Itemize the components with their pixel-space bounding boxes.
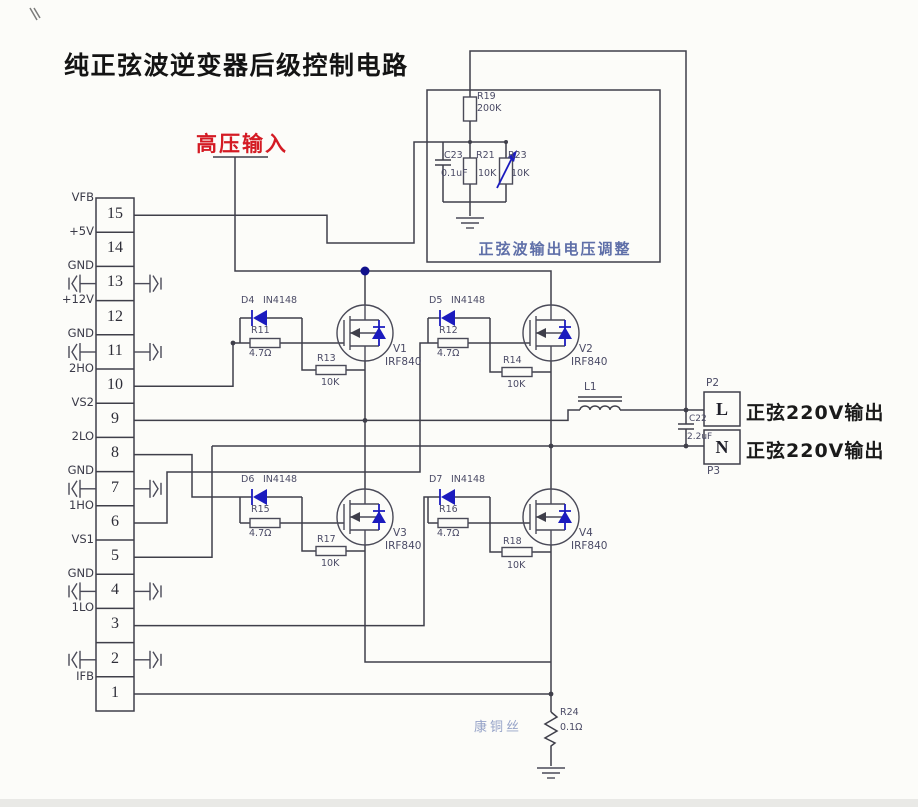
pin-label-5v: +5V xyxy=(69,224,94,238)
pin-label-gnd: GND xyxy=(67,566,94,580)
d4-part: IN4148 xyxy=(263,295,298,306)
r14-ref: R14 xyxy=(503,355,522,366)
pin-label-gnd: GND xyxy=(67,463,94,477)
pin-number: 14 xyxy=(107,239,123,256)
pin-number: 7 xyxy=(111,479,119,496)
v2-part: IRF840 xyxy=(571,356,608,368)
shunt-note: 康铜丝 xyxy=(474,720,523,735)
r14-value: 10K xyxy=(507,379,526,390)
v1-ref: V1 xyxy=(393,343,407,355)
pin-label-1ho: 1HO xyxy=(68,498,94,512)
v4-ref: V4 xyxy=(579,527,593,539)
d7-part: IN4148 xyxy=(451,474,486,485)
l1-ref: L1 xyxy=(584,381,597,393)
pin-number: 8 xyxy=(111,444,119,461)
r11-value: 4.7Ω xyxy=(249,348,272,359)
pin-label-vs1: VS1 xyxy=(71,532,94,546)
pin-label-gnd: GND xyxy=(67,258,94,272)
pin-number: 4 xyxy=(111,581,119,598)
pin-number: 15 xyxy=(107,205,123,222)
d6-ref: D6 xyxy=(241,474,255,485)
r19-value: 200K xyxy=(477,103,502,114)
pin-number: 1 xyxy=(111,684,119,701)
page-title: 纯正弦波逆变器后级控制电路 xyxy=(64,51,409,80)
r18-value: 10K xyxy=(507,560,526,571)
pin-label-gnd: GND xyxy=(67,326,94,340)
p2-ref: P2 xyxy=(706,377,720,389)
r16-ref: R16 xyxy=(439,504,458,515)
p3-ref: P3 xyxy=(707,465,721,477)
r18-ref: R18 xyxy=(503,536,522,547)
mosfet-cell-v4 xyxy=(427,488,580,558)
r17-ref: R17 xyxy=(317,534,336,545)
pin-label-vfb: VFB xyxy=(71,190,94,204)
voltage-adjust-box xyxy=(426,89,661,263)
mosfet-cell-v2 xyxy=(427,304,580,378)
v3-part: IRF840 xyxy=(385,540,422,552)
connector-outline xyxy=(95,197,135,712)
pin-label-1lo: 1LO xyxy=(71,600,94,614)
pin-label-ifb: IFB xyxy=(76,669,94,683)
v2-ref: V2 xyxy=(579,343,593,355)
r11-ref: R11 xyxy=(251,325,270,336)
r23-ref: R23 xyxy=(508,150,527,161)
scan-artifact xyxy=(29,7,41,21)
d4-ref: D4 xyxy=(241,295,255,306)
pin-label-12v: +12V xyxy=(61,292,94,306)
r21-value: 10K xyxy=(478,168,497,179)
mosfet-cell-v3 xyxy=(239,488,394,557)
d7-ref: D7 xyxy=(429,474,443,485)
r23-value: 10K xyxy=(511,168,530,179)
mosfet-cell-v1 xyxy=(239,304,394,376)
c23-ref: C23 xyxy=(444,150,463,161)
pin-number: 3 xyxy=(111,615,119,632)
pin-label-vs2: VS2 xyxy=(71,395,94,409)
pin-number: 5 xyxy=(111,547,119,564)
wiring xyxy=(134,50,741,766)
r24-ref: R24 xyxy=(560,707,579,718)
r15-value: 4.7Ω xyxy=(249,528,272,539)
c23-value: 0.1uF xyxy=(441,168,468,179)
r16-value: 4.7Ω xyxy=(437,528,460,539)
hv-input-label: 高压输入 xyxy=(196,132,288,156)
junction-dots xyxy=(230,140,689,697)
terminal-l: L xyxy=(715,399,728,419)
scan-band xyxy=(0,799,918,807)
d5-ref: D5 xyxy=(429,295,443,306)
r13-value: 10K xyxy=(321,377,340,388)
r24-value: 0.1Ω xyxy=(560,722,583,733)
pin-label-2lo: 2LO xyxy=(71,429,94,443)
r21-ref: R21 xyxy=(476,150,495,161)
pin-label-2ho: 2HO xyxy=(68,361,94,375)
r12-value: 4.7Ω xyxy=(437,348,460,359)
pin-number: 12 xyxy=(107,308,123,325)
pin-number: 11 xyxy=(107,342,123,359)
c22-ref: C22 xyxy=(689,414,707,424)
v1-part: IRF840 xyxy=(385,356,422,368)
d5-part: IN4148 xyxy=(451,295,486,306)
terminal-n: N xyxy=(715,437,729,457)
r13-ref: R13 xyxy=(317,353,336,364)
neutral-output-label: 正弦220V输出 xyxy=(746,440,885,462)
c22-value: 2.2uF xyxy=(687,432,713,442)
v4-part: IRF840 xyxy=(571,540,608,552)
shunt-ground xyxy=(536,767,566,779)
pin-number: 10 xyxy=(107,376,123,393)
v3-ref: V3 xyxy=(393,527,407,539)
pin-number: 9 xyxy=(111,410,119,427)
pin-number: 2 xyxy=(111,650,119,667)
line-output-label: 正弦220V输出 xyxy=(746,402,885,424)
r19-ref: R19 xyxy=(477,91,496,102)
pin-number: 6 xyxy=(111,513,119,530)
regulator-caption: 正弦波输出电压调整 xyxy=(478,240,632,258)
pin-number: 13 xyxy=(107,273,123,290)
r12-ref: R12 xyxy=(439,325,458,336)
r15-ref: R15 xyxy=(251,504,270,515)
r17-value: 10K xyxy=(321,558,340,569)
d6-part: IN4148 xyxy=(263,474,298,485)
